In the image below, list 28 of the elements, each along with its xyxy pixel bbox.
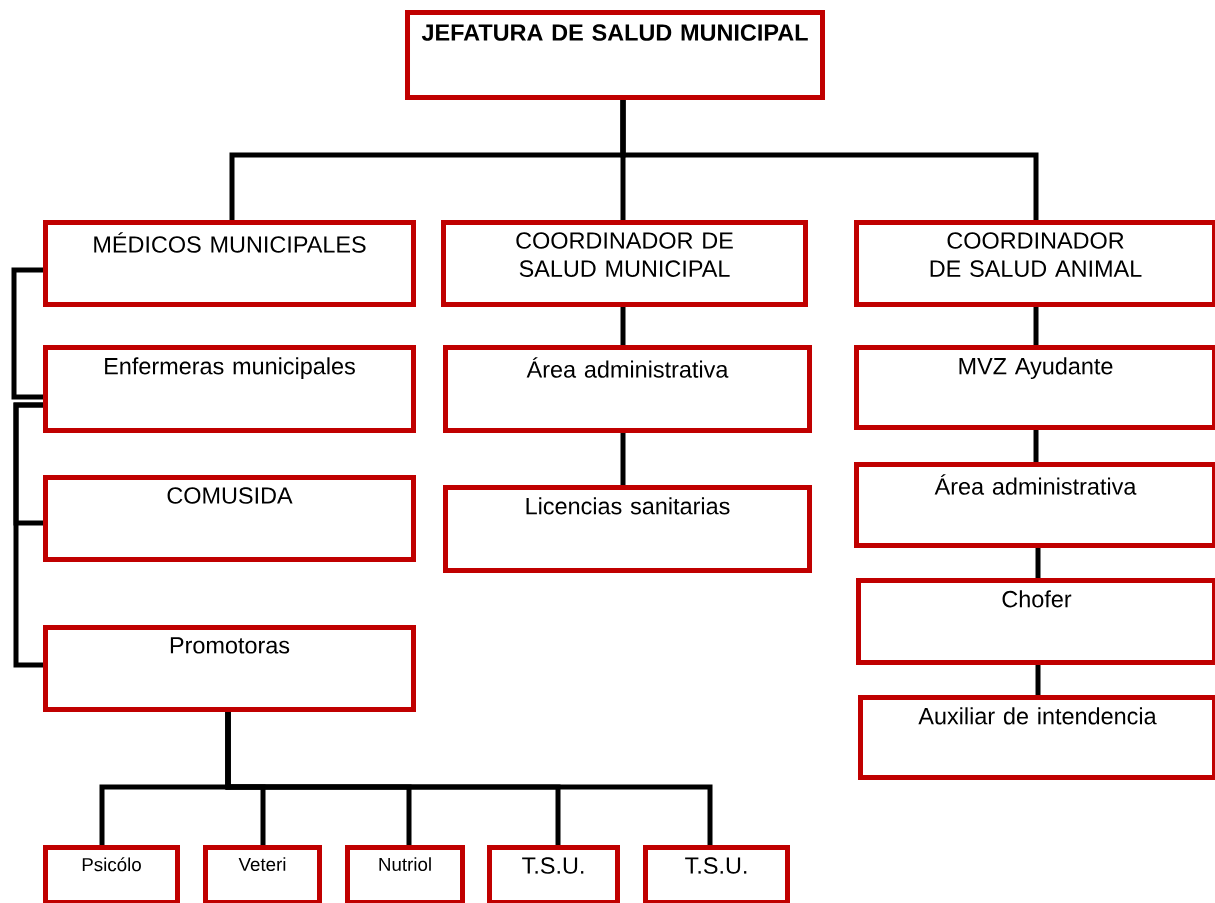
- connector-line: [1033, 307, 1039, 345]
- org-box: Auxiliar de intendencia: [858, 695, 1215, 780]
- org-box: Veteri: [203, 845, 322, 903]
- org-box: Psicólo: [43, 845, 180, 903]
- connector-line: [620, 433, 626, 485]
- org-box: JEFATURA DE SALUD MUNICIPAL: [405, 10, 825, 100]
- org-box: Nutriol: [345, 845, 465, 903]
- connector-line: [1035, 548, 1041, 578]
- org-box: Licencias sanitarias: [443, 485, 812, 573]
- connector-line: [620, 100, 1039, 220]
- org-box: COORDINADOR DE SALUD MUNICIPAL: [441, 220, 808, 307]
- connector-line: [1033, 430, 1039, 462]
- org-box: MVZ Ayudante: [854, 345, 1215, 430]
- org-box: T.S.U.: [643, 845, 790, 903]
- org-box: T.S.U.: [487, 845, 620, 903]
- org-box: Enfermeras municipales: [43, 345, 416, 433]
- org-box: MÉDICOS MUNICIPALES: [43, 220, 416, 307]
- connector-line: [225, 712, 713, 845]
- org-box: Área administrativa: [854, 462, 1215, 548]
- org-box: Área administrativa: [443, 345, 812, 433]
- connector-line: [13, 402, 43, 668]
- connector-line: [11, 267, 43, 400]
- org-box: Chofer: [856, 578, 1215, 665]
- connector-line: [1035, 665, 1041, 695]
- org-box: COMUSIDA: [43, 475, 416, 562]
- org-box: COORDINADOR DE SALUD ANIMAL: [854, 220, 1215, 307]
- org-box: Promotoras: [43, 625, 416, 712]
- connector-line: [620, 307, 626, 345]
